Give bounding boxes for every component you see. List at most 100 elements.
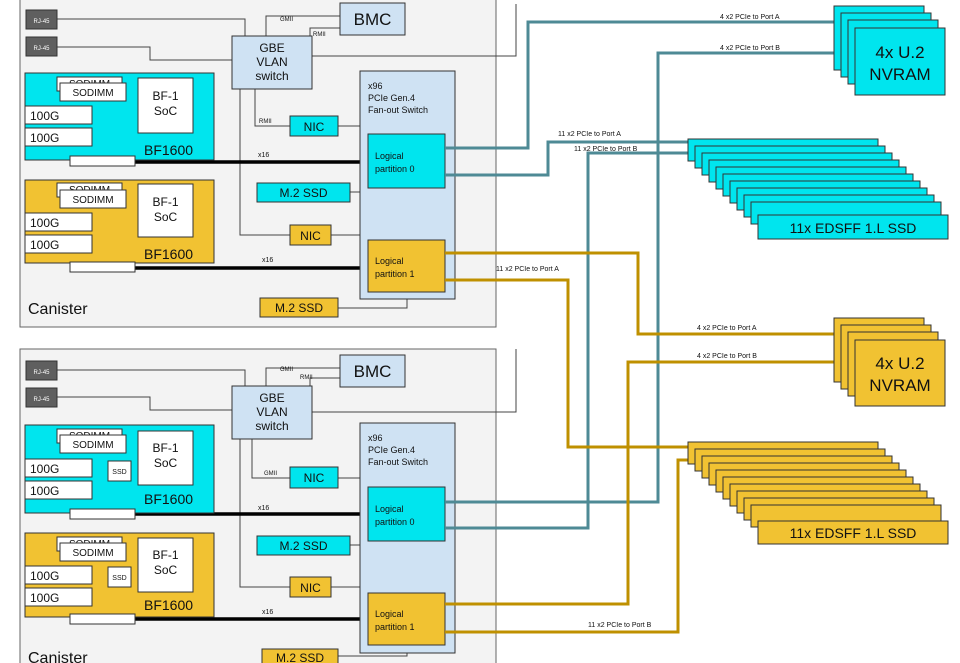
canister-1-gbe-line-3: switch [255,69,288,83]
link-c2p0-nvram-top-b [445,51,834,504]
canister-2-dpu-2-sodimm-front [59,542,127,562]
canister-2-dpu-2-soc-line-2: SoC [154,563,178,577]
canister-2-dpu-1-name: BF1600 [144,491,193,507]
nvram-stack-bottom: 4x U.2 NVRAM [833,317,946,407]
canister-2-dpu-1-port-1-label: 100G [30,462,59,476]
canister-2-dpu-1-ssd [107,460,132,482]
canister-1-dpu-2-soc-line-1: BF-1 [152,195,178,209]
link-c1p0-edsff-top-a [445,140,688,177]
canister-1-fanout-line-1: x96 [368,81,383,91]
canister-2-dpu-2-port-1-label: 100G [30,569,59,583]
canister-1-dpu-2-port-2-label: 100G [30,238,59,252]
canister-1-dpu-2-edge-connector [69,261,136,273]
canister-2-dpu-1-soc [137,430,194,486]
canister-1-x16-label-b: x16 [262,257,273,264]
canister-1-partition-0-line-1: Logical [375,151,404,161]
canister-2-m2-ssd-1-label: M.2 SSD [279,539,327,553]
canister-1-dpu-1-port-1-label: 100G [30,109,59,123]
canister-2-dpu-1-soc-line-2: SoC [154,456,178,470]
canister-2-dpu-1-sodimm-front-label: SODIMM [72,440,113,451]
canister-1-rmii-label-b: RMII [259,119,272,125]
canister-2-wiring [57,349,517,657]
nvram-top-drive [854,27,946,96]
nvram-top-line-1: 4x U.2 [875,43,924,62]
canister-1-dpu-1-name: BF1600 [144,142,193,158]
pcie-links: 4 x2 PCIe to Port A 4 x2 PCIe to Port B … [445,14,834,634]
canister-1-fanout-line-2: PCIe Gen.4 [368,93,415,103]
canister-2-dpu-1-port-1 [24,458,93,478]
canister-2-rj45-2 [25,387,58,408]
canister-1-dpu-2-port-1 [24,212,93,232]
canister-1-bmc-label: BMC [354,10,392,29]
canister-1-m2-ssd-1-label: M.2 SSD [279,186,327,200]
canister-1-dpu-2-name: BF1600 [144,246,193,262]
canister-1-wiring [57,4,517,309]
canister-2-fanout-line-1: x96 [368,433,383,443]
canister-2-dpu-2-port-2-label: 100G [30,591,59,605]
canister-2-bmc-label: BMC [354,362,392,381]
nvram-bottom-drive [854,339,946,407]
nvram-stack-top: 4x U.2 NVRAM [833,5,946,96]
canister-1-dpu-1-port-2-label: 100G [30,131,59,145]
edsff-top-drive [757,214,949,240]
canister-1-x16-label-a: x16 [258,152,269,159]
canister-2-m2-ssd-2-label: M.2 SSD [276,651,324,663]
canister-1-dpu-1-soc-line-1: BF-1 [152,89,178,103]
canister-1-m2-ssd-2-label: M.2 SSD [275,301,323,315]
link-c1p1-nvram-bottom-a [445,251,834,336]
canister-1-dpu-card-1: SODIMM SODIMM BF-1 SoC 100G 100G BF1600 [24,72,215,167]
canister-2-gbe-line-2: VLAN [256,405,287,419]
canister-2-dpu-2-sodimm-front-label: SODIMM [72,548,113,559]
canister-2-m2-ssd-1 [256,535,351,556]
canister-1-dpu-2-soc-line-2: SoC [154,210,178,224]
link-c2p0-edsff-top-b [445,151,688,530]
canister-2-gmii-label-b: GMII [264,471,277,477]
canister-1-rj45-1 [25,9,58,30]
link-label-nvram-top-a: 4 x2 PCIe to Port A [720,14,780,21]
nvram-bottom-line-1: 4x U.2 [875,354,924,373]
canister-2: Canister x16 x16 GMII RMII GMII RJ-45 RJ… [19,348,517,663]
edsff-bottom-drive [757,520,949,545]
canister-1-dpu-card-2: SODIMM SODIMM BF-1 SoC 100G 100G BF1600 [24,179,215,273]
canister-1-partition-0-line-2: partition 0 [375,164,415,174]
canister-1-gmii-label: GMII [280,17,293,23]
link-label-edsff-bottom-b: 11 x2 PCIe to Port B [588,622,652,629]
canister-1-rj45-1-label: RJ-45 [33,19,50,25]
canister-1: Canister x16 x16 GMII RMII RMII RJ-45 RJ… [19,0,517,328]
canister-1-dpu-1-sodimm-front-label: SODIMM [72,88,113,99]
canister-2-x16-label-b: x16 [262,609,273,616]
canister-1-nic-2-label: NIC [300,229,321,243]
canister-2-dpu-2-ssd-label: SSD [112,575,126,582]
canister-1-rmii-label-a: RMII [313,32,326,38]
edsff-stack-bottom: 11x EDSFF 1.L SSD [687,441,949,545]
canister-2-dpu-1-port-2 [24,480,93,500]
canister-2-dpu-2-soc-line-1: BF-1 [152,548,178,562]
canister-1-dpu-2-soc [137,183,194,238]
canister-2-x16-label-a: x16 [258,505,269,512]
canister-2-partition-0-line-2: partition 0 [375,517,415,527]
canister-2-label: Canister [28,650,88,663]
canister-1-dpu-1-soc-line-2: SoC [154,104,178,118]
canister-1-dpu-1-edge-connector [69,155,136,167]
canister-1-m2-ssd-2 [259,297,339,318]
canister-1-rj45-2-label: RJ-45 [33,46,50,52]
canister-1-rj45-2 [25,36,58,57]
canister-2-dpu-2-ssd [107,566,132,588]
canister-2-partition-1-line-2: partition 1 [375,622,415,632]
canister-2-dpu-1-ssd-label: SSD [112,469,126,476]
canister-1-nic-1 [289,115,339,137]
canister-2-partition-1 [367,592,446,646]
canister-2-nic-2 [289,576,332,598]
canister-1-dpu-1-soc [137,77,194,134]
link-label-edsff-top-b: 11 x2 PCIe to Port B [574,146,638,153]
canister-2-dpu-2-port-2 [24,587,93,607]
link-label-nvram-bottom-b: 4 x2 PCIe to Port B [697,353,757,360]
canister-1-partition-1-line-1: Logical [375,256,404,266]
edsff-bottom-label: 11x EDSFF 1.L SSD [790,525,917,541]
canister-1-gbe-switch [231,35,313,90]
canister-2-m2-ssd-2 [261,648,339,663]
edsff-stack-top: 11x EDSFF 1.L SSD [687,138,949,240]
canister-2-gbe-line-3: switch [255,419,288,433]
canister-1-dpu-1-port-1 [24,105,93,125]
